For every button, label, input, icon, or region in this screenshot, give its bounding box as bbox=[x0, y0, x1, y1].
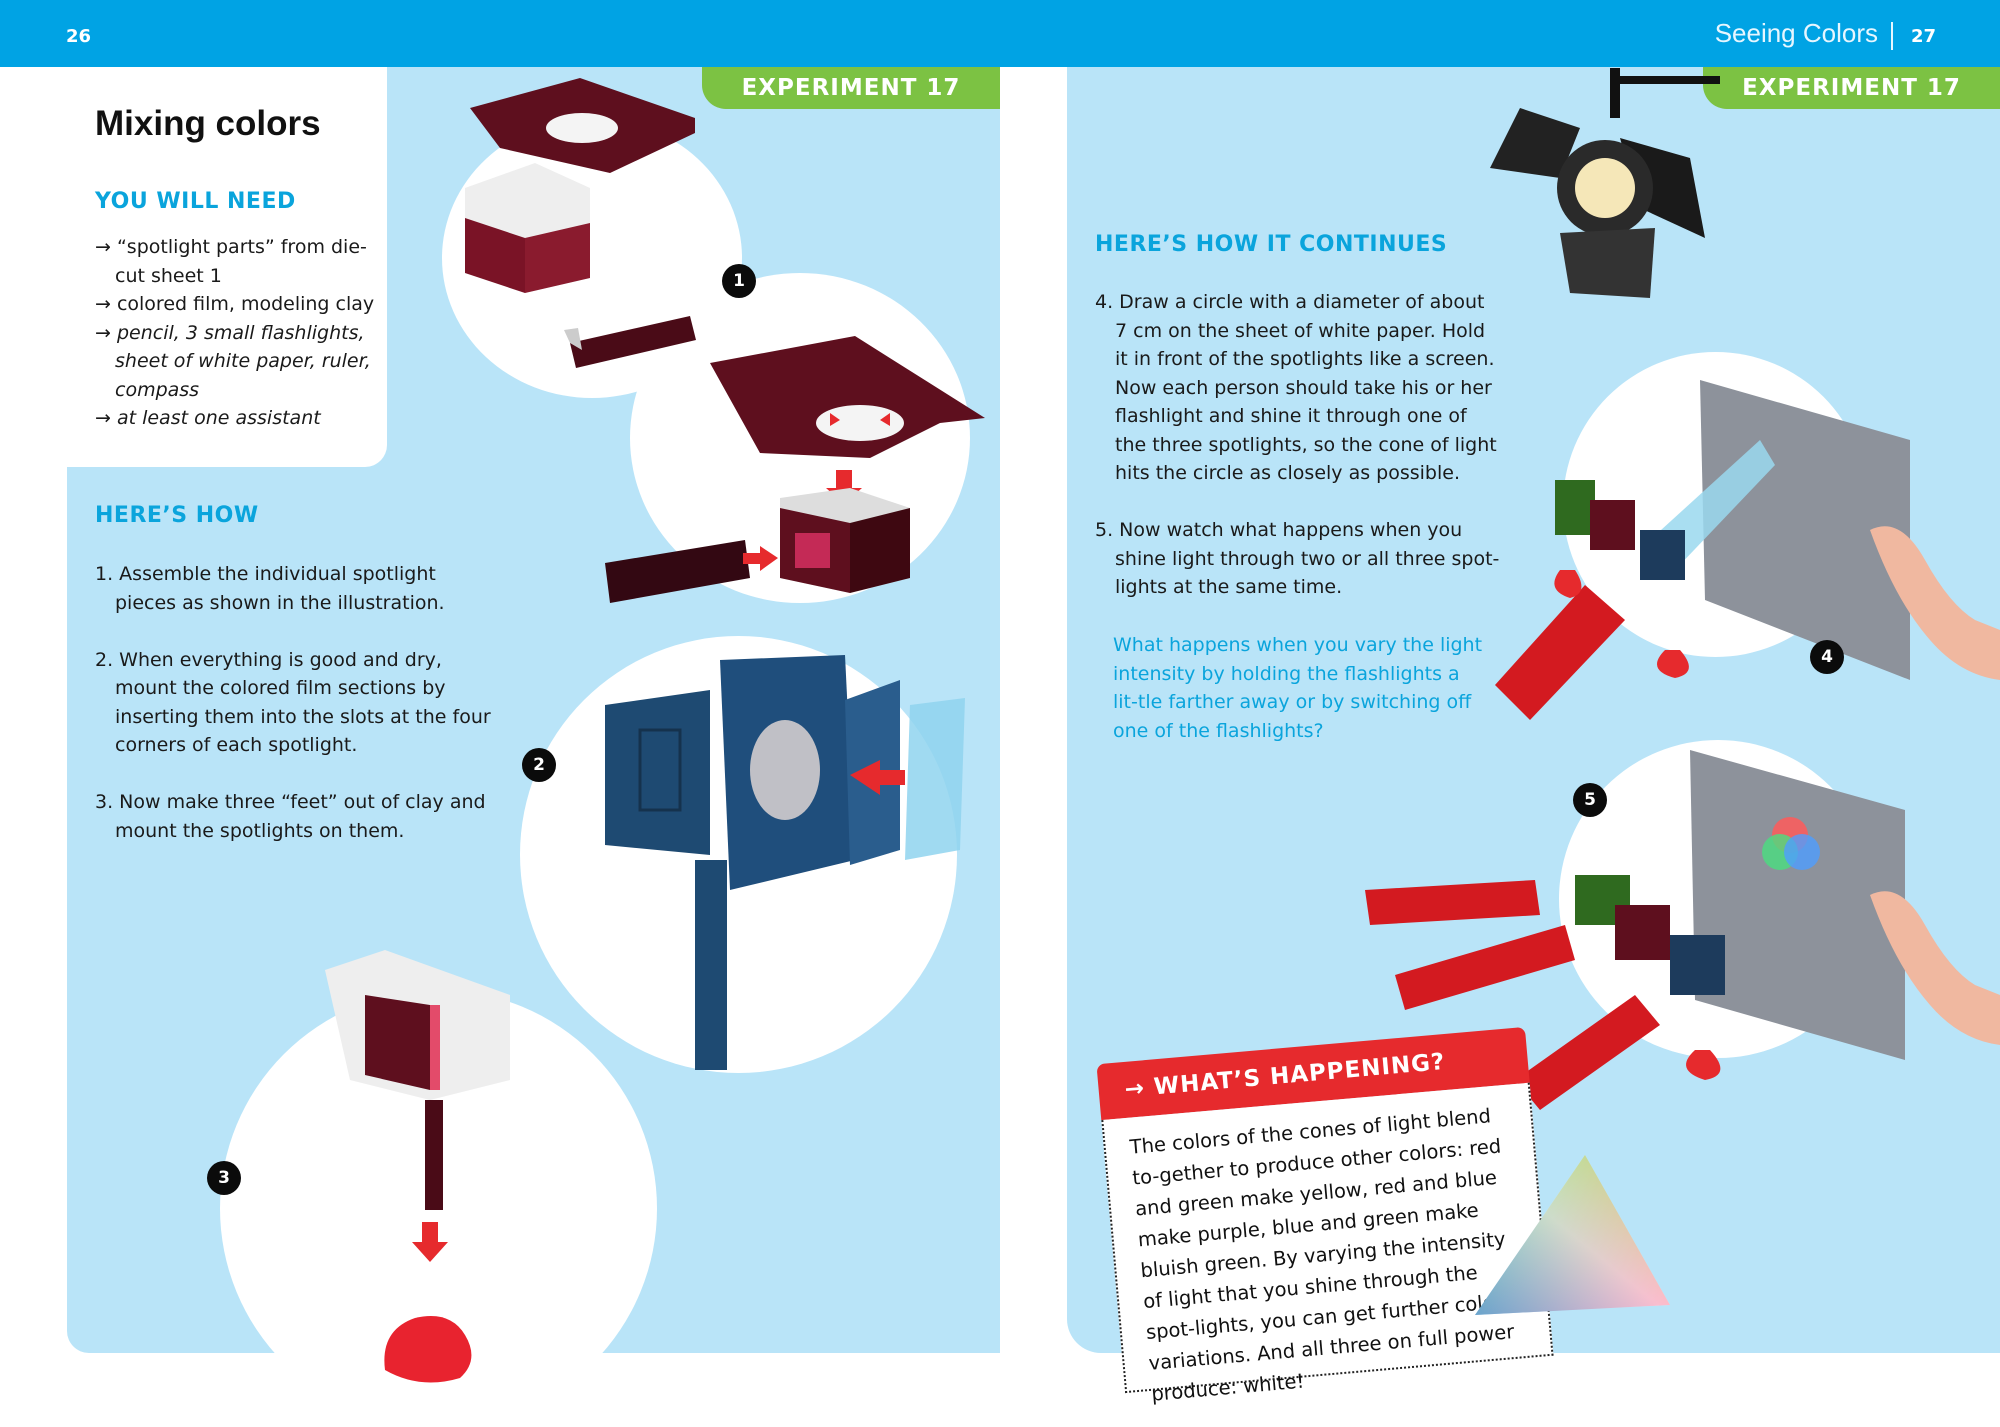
instruction-step: 4. Draw a circle with a diameter of abou… bbox=[1095, 291, 1497, 484]
header-divider bbox=[1891, 22, 1893, 50]
instruction-step: 1. Assemble the individual spotlight pie… bbox=[95, 563, 445, 614]
lens-opening bbox=[546, 113, 618, 143]
instruction-step: 3. Now make three “feet” out of clay and… bbox=[95, 791, 486, 842]
clay-foot bbox=[1657, 650, 1689, 678]
flashlight bbox=[1395, 925, 1575, 1010]
lamp-glow bbox=[1575, 158, 1635, 218]
header-bar bbox=[0, 0, 2000, 67]
lens bbox=[750, 720, 820, 820]
arrow-right-icon bbox=[743, 546, 778, 571]
flashlight bbox=[1495, 585, 1625, 720]
clay-foot bbox=[1554, 570, 1582, 598]
flashlight bbox=[1515, 995, 1660, 1110]
experiment-badge-right: EXPERIMENT 17 bbox=[1703, 67, 2000, 109]
page-number-right: 27 bbox=[1911, 26, 1937, 47]
barn-door-part bbox=[710, 336, 985, 458]
instruction-step: 2. When everything is good and dry, moun… bbox=[95, 648, 491, 757]
stand-strip-part bbox=[570, 316, 696, 368]
arrow-icon bbox=[880, 413, 890, 426]
continues-heading: HERE’S HOW IT CONTINUES bbox=[1095, 232, 1448, 257]
barn-door-left bbox=[605, 690, 710, 855]
flashlight-screen-illustration bbox=[1495, 380, 2000, 720]
flashlight bbox=[1365, 880, 1540, 925]
barn-door bbox=[1490, 108, 1580, 178]
color-triangle-icon bbox=[1475, 1155, 1670, 1315]
needs-item: → pencil, 3 small flashlights, sheet of … bbox=[95, 321, 371, 401]
page-title: Mixing colors bbox=[95, 104, 321, 143]
needs-card bbox=[67, 67, 387, 467]
section-title: Seeing Colors bbox=[1714, 18, 1878, 48]
step-marker-2: 2 bbox=[522, 748, 556, 782]
step-marker-5: 5 bbox=[1573, 783, 1607, 817]
arrow-down-icon bbox=[412, 1222, 448, 1262]
clay-foot bbox=[384, 1316, 472, 1383]
stand-pole bbox=[425, 1100, 443, 1210]
spotlight-parts-illustration bbox=[465, 78, 985, 603]
stand-pole bbox=[695, 860, 727, 1070]
you-will-need-heading: YOU WILL NEED bbox=[95, 189, 296, 214]
instruction-steps-right: 4. Draw a circle with a diameter of abou… bbox=[1095, 288, 1500, 630]
needs-list: → “spotlight parts” from die-cut sheet 1… bbox=[95, 233, 385, 433]
instruction-step: 5. Now watch what happens when you shine… bbox=[1095, 519, 1500, 598]
step-marker-4: 4 bbox=[1810, 640, 1844, 674]
color-mixing-illustration bbox=[1365, 750, 2000, 1110]
question-text: What happens when you vary the light int… bbox=[1113, 634, 1483, 742]
blue-light-circle bbox=[1784, 834, 1820, 870]
step-marker-1: 1 bbox=[722, 264, 756, 298]
blue-spotlight-illustration bbox=[605, 655, 965, 1070]
page-number-left: 26 bbox=[66, 26, 92, 47]
instruction-steps-left: 1. Assemble the individual spotlight pie… bbox=[95, 560, 500, 874]
needs-item: → colored film, modeling clay bbox=[95, 293, 375, 315]
stage-spotlight-illustration bbox=[1490, 68, 1720, 298]
experiment-badge-left: EXPERIMENT 17 bbox=[702, 67, 1000, 109]
heres-how-heading: HERE’S HOW bbox=[95, 503, 259, 528]
clay-foot bbox=[1686, 1050, 1721, 1080]
paper-screen bbox=[1690, 750, 1905, 1060]
step-marker-3: 3 bbox=[207, 1161, 241, 1195]
stand-bar bbox=[605, 540, 750, 603]
clay-stand-illustration bbox=[325, 950, 510, 1383]
needs-item: → “spotlight parts” from die-cut sheet 1 bbox=[95, 236, 367, 287]
hand bbox=[1870, 891, 2000, 1045]
hand bbox=[1870, 526, 2000, 680]
needs-item: → at least one assistant bbox=[95, 407, 321, 429]
arrow-icon bbox=[830, 413, 840, 426]
colored-film bbox=[905, 698, 965, 860]
arrow-left-icon bbox=[850, 760, 905, 795]
